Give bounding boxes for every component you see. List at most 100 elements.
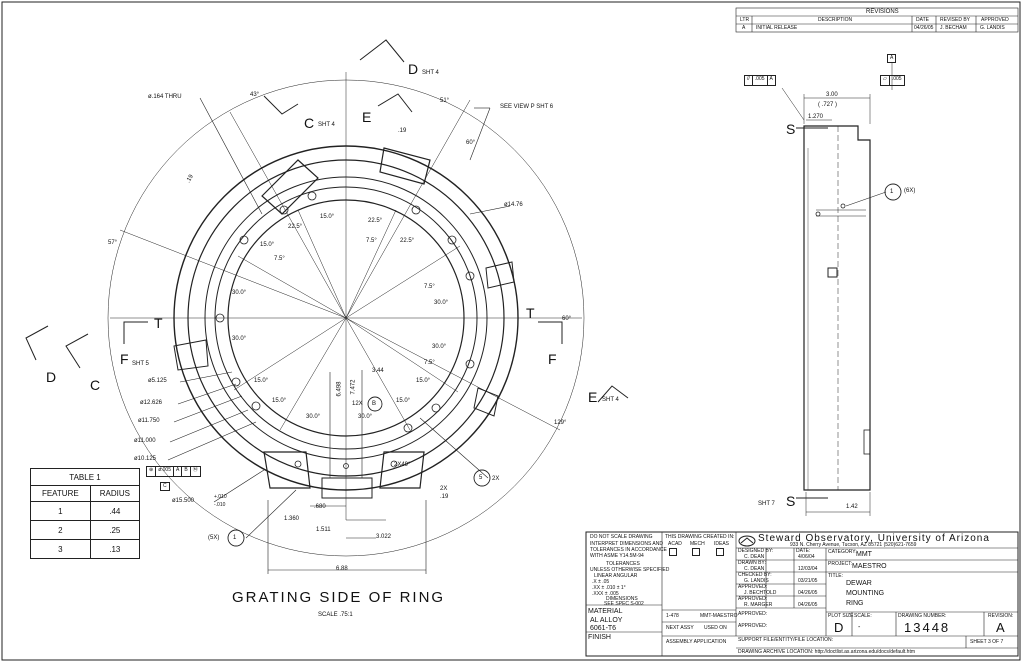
dimension-label: 1.42 xyxy=(846,504,858,510)
tolerance-line: DIMENSIONS xyxy=(606,596,638,602)
approved-label: APPROVED: xyxy=(738,584,768,590)
note-line: INTERPRET DIMENSIONS AND xyxy=(590,541,663,547)
rev-description: INITIAL RELEASE xyxy=(756,25,798,31)
see-view-note: SEE VIEW P SHT 6 xyxy=(500,104,554,110)
section-t-left-label: T xyxy=(154,315,163,331)
category-label: CATEGORY: xyxy=(828,549,857,555)
designed-by-value: C. DEAN xyxy=(744,554,765,560)
dimension-label: 3.44 xyxy=(372,368,384,374)
angle-label: 43° xyxy=(250,92,260,98)
center-lines xyxy=(110,72,582,520)
date-value: 12/03/04 xyxy=(798,566,818,572)
parallel-symbol-icon: // xyxy=(745,76,753,85)
section-markers xyxy=(25,39,629,403)
angle-label: 30.0° xyxy=(358,414,373,420)
tolerance-line: LINEAR ANGULAR xyxy=(594,573,638,579)
used-on-label: USED ON xyxy=(704,625,727,631)
dimension-label: 1.511 xyxy=(316,527,331,533)
drawn-by-label: DRAWN BY: xyxy=(738,560,766,566)
angle-label: 60° xyxy=(562,316,572,322)
archive-location-link[interactable]: DRAWING ARCHIVE LOCATION: http://doctlis… xyxy=(738,649,916,655)
rev-header-ltr: LTR xyxy=(740,17,750,23)
ideas-checkbox[interactable] xyxy=(716,548,724,556)
plot-size-label: PLOT SIZE xyxy=(828,613,854,619)
angle-label: 7.5° xyxy=(424,360,435,366)
datum-ref: A xyxy=(769,76,773,82)
title-block-frame xyxy=(585,531,1019,657)
checked-by-value: G. LANDIS xyxy=(744,578,769,584)
material-spec: 6061-T6 xyxy=(590,625,617,632)
acad-checkbox[interactable] xyxy=(669,548,677,556)
dimension-label: ø15.500 xyxy=(172,498,195,504)
tolerance-line: .XX ± .010 ± 1° xyxy=(592,585,626,591)
dimension-label: 3.00 xyxy=(826,92,838,98)
mmc-modifier-icon: Ⓜ xyxy=(192,467,198,473)
section-f-sheet: SHT 5 xyxy=(132,361,149,367)
angle-label: 22.5° xyxy=(288,224,303,230)
mech-checkbox[interactable] xyxy=(692,548,700,556)
created-opt: IDEAS xyxy=(714,541,730,547)
dimension-label: .680 xyxy=(314,504,326,510)
rev-header-date: DATE xyxy=(916,17,929,23)
dimension-label: ø5.125 xyxy=(148,378,167,384)
balloon-1-label: 1 xyxy=(233,535,237,541)
dimension-label: 2X xyxy=(440,486,448,492)
section-t-right-label: T xyxy=(526,305,535,321)
hole-pattern xyxy=(215,191,475,469)
angle-label: 30.0° xyxy=(232,290,247,296)
angle-label: 22.5° xyxy=(400,238,415,244)
rev-revised-by: J. BECHAM xyxy=(940,25,967,31)
rev-approved: G. LANDIS xyxy=(980,25,1005,31)
section-s-top-label: S xyxy=(786,121,796,137)
organization-address: 933 N. Cherry Avenue, Tucson, AZ 85721 (… xyxy=(790,542,917,548)
angle-label: 15.0° xyxy=(254,378,269,384)
assembly-app-label: ASSEMBLY APPLICATION xyxy=(666,639,727,645)
section-s-bottom-label: S xyxy=(786,493,796,509)
balloon-2 xyxy=(367,396,383,412)
created-opt: MECH xyxy=(690,541,705,547)
dimension-label: (5X) xyxy=(208,535,220,541)
dimension-label: ø14.76 xyxy=(504,202,523,208)
tolerance-line: .XXX ± .005 xyxy=(592,591,619,597)
section-f-label: F xyxy=(120,351,129,367)
parallelism-frame: // .005 A xyxy=(744,75,776,86)
note-line: WITH ASME Y14.5M-94 xyxy=(590,553,644,559)
balloon-2-label: B xyxy=(372,401,377,407)
section-e-top-label: E xyxy=(362,109,372,125)
scale-label: SCALE: xyxy=(854,613,872,619)
title-label: TITLE: xyxy=(828,573,844,579)
date-value: 04/26/05 xyxy=(798,602,818,608)
title-line: DEWAR xyxy=(846,580,872,587)
approved-label: APPROVED: xyxy=(738,596,768,602)
angle-label: 15.0° xyxy=(260,242,275,248)
table-header-radius: RADIUS xyxy=(89,485,141,502)
rev-date: 04/26/05 xyxy=(914,25,934,31)
date-label: DATE: xyxy=(796,548,811,554)
tolerance-line: .X ± .05 xyxy=(592,579,610,585)
dimension-label: ø11.750 xyxy=(138,418,160,424)
position-symbol-icon: ⊕ xyxy=(147,467,157,476)
table-row: 3.13 xyxy=(30,539,141,559)
drawing-number-value: 13448 xyxy=(904,620,951,635)
section-e-label: E xyxy=(588,389,598,405)
angle-label: 15.0° xyxy=(272,398,287,404)
dimension-label: 7.472 xyxy=(350,379,357,395)
sheet-number: SHEET 3 OF 7 xyxy=(970,639,1004,645)
position-tolerance-frame: ⊕ ø.005 A B Ⓜ xyxy=(146,466,201,477)
balloon-5 xyxy=(473,469,491,487)
section-d-left-label: D xyxy=(46,369,57,385)
approved-label: APPROVED: xyxy=(738,611,768,617)
designed-by-label: DESIGNED BY: xyxy=(738,548,774,554)
created-opt: ACAD xyxy=(668,541,682,547)
section-f-right-label: F xyxy=(548,351,557,367)
approved-label: APPROVED: xyxy=(738,623,768,629)
callout-quantity: (6X) xyxy=(904,188,916,194)
dimension-label: 1.360 xyxy=(284,516,300,522)
section-s-sheet: SHT 7 xyxy=(758,501,775,507)
angle-label: 30.0° xyxy=(232,336,247,342)
datum-a: A xyxy=(174,467,183,476)
dimension-lines xyxy=(167,97,511,574)
tolerance-line: SEE SPEC S-002 xyxy=(604,601,644,607)
dimension-label: ( .727 ) xyxy=(818,102,838,108)
